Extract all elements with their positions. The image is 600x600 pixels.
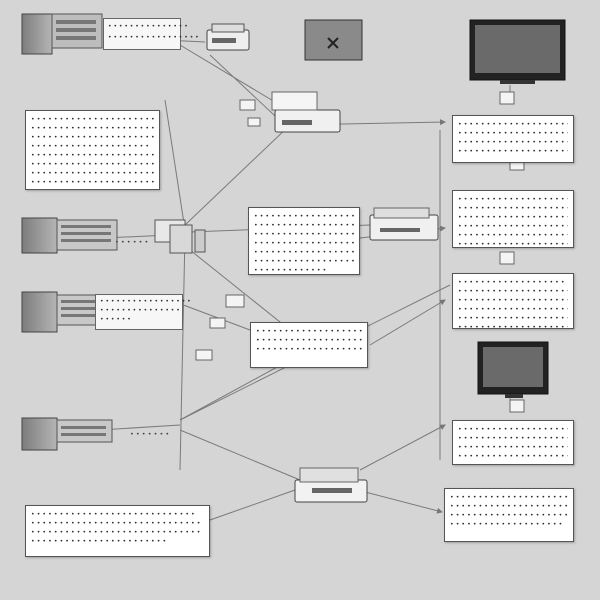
panel-line: • • • • • • • • • • • • •: [254, 267, 327, 274]
panel-line: • • • • • • • • • • • • • • • • • • • • …: [450, 512, 568, 519]
tag-line: • • • • • • • • • • • • • • • • •: [100, 298, 191, 305]
panel-line: • • • • • • • • • • • • • • • • • • • • …: [254, 231, 354, 238]
panel-line: • • • • • • • • • • • • • • • • • • • • …: [256, 337, 362, 344]
window-icon: [304, 19, 363, 61]
panel-line: • • • • • • • • • • • • • • • • • • • • …: [458, 315, 568, 322]
panel-line: • • • • • • • • • • • • • • • • • • • •: [458, 148, 568, 155]
printer-icon: [206, 23, 250, 51]
panel-line: • • • • • • • • • • • • • • • • • • • • …: [31, 125, 154, 132]
panel-line: • • • • • • • • • • • • • • • • • • • • …: [31, 179, 154, 186]
description-panel-right-5: • • • • • • • • • • • • • • • • • • • • …: [444, 488, 574, 542]
panel-line: • • • • • • • • • • • • • • • • • • • • …: [450, 503, 568, 510]
panel-line: • • • • • • • • • • • • • • • • • • • • …: [31, 143, 150, 150]
panel-line: • • • • • • • • • • • • • • • • • • • • …: [256, 328, 362, 335]
description-panel-center-top: • • • • • • • • • • • • • • • • • • • • …: [248, 207, 360, 275]
panel-line: • • • • • • • • • • • • • • • • • • • • …: [458, 196, 568, 203]
server-tower-icon: [21, 13, 103, 55]
panel-line: • • • • • • • • • • • • • • • • • • • • …: [458, 241, 568, 248]
panel-line: • • • • • • • • • • • • • • • • • • • • …: [31, 152, 154, 159]
panel-line: • • • • • • • • • • • • • • • • • • • • …: [31, 511, 195, 518]
tag-line: • • • • • • • • • • • • • • •: [100, 307, 180, 314]
panel-line: • • • • • • • • • • • • • • • • • • • • …: [458, 130, 568, 137]
panel-line: • • • • • • • • • • • • • • • • • • • • …: [254, 249, 354, 256]
device-label: • • • • • • •: [130, 430, 170, 438]
panel-line: • • • • • • • • • • • • • • • • • • • • …: [458, 205, 568, 212]
rack-unit-icon: [21, 217, 118, 254]
tag-line: • • • • • •: [100, 316, 131, 323]
panel-line: • • • • • • • • • • • • • • • • • • • • …: [458, 444, 568, 451]
description-panel-right-4: • • • • • • • • • • • • • • • • • • • • …: [452, 420, 574, 465]
printer-icon: [369, 207, 439, 241]
panel-line: • • • • • • • • • • • • • • • • • • • • …: [458, 232, 568, 239]
description-panel-right-2: • • • • • • • • • • • • • • • • • • • • …: [452, 190, 574, 248]
description-panel-left-top: • • • • • • • • • • • • • • • • • • • • …: [25, 110, 160, 190]
printer-icon: [294, 467, 368, 503]
description-panel-bottom-left: • • • • • • • • • • • • • • • • • • • • …: [25, 505, 210, 557]
panel-line: • • • • • • • • • • • • • • • • • • • • …: [254, 240, 354, 247]
panel-line: • • • • • • • • • • • • • • • • • • • • …: [458, 435, 568, 442]
rack-unit-icon: [21, 417, 113, 451]
description-panel-right-1: • • • • • • • • • • • • • • • • • • • • …: [452, 115, 574, 163]
panel-line: • • • • • • • • • • • • • • • • • • • • …: [458, 324, 568, 329]
device-tag: • • • • • • • • • • • • • • • • • • • • …: [103, 18, 199, 50]
panel-line: • • • • • • • • • • • • • • • • • • • • …: [256, 346, 362, 353]
panel-line: • • • • • • • • • • • • • • • • • • • • …: [31, 134, 154, 141]
panel-line: • • • • • • • • • • • • • • • • • • • • …: [458, 121, 568, 128]
device-tag: • • • • • • • • • • • • • • • • • • • • …: [95, 294, 191, 330]
hub-label: • • • • • •: [115, 238, 149, 246]
panel-line: • • • • • • • • • • • • • • • • • • • • …: [254, 222, 354, 229]
panel-line: • • • • • • • • • • • • • • • • • • • • …: [31, 529, 201, 536]
panel-line: • • • • • • • • • • • • • • • • • • • • …: [31, 538, 167, 545]
panel-line: • • • • • • • • • • • • • • • • • • • • …: [450, 494, 568, 501]
printer-icon: [271, 91, 341, 133]
panel-line: • • • • • • • • • • • • • • • • • • • • …: [458, 139, 568, 146]
panel-line: • • • • • • • • • • • • • • • • • • • • …: [458, 426, 568, 433]
description-panel-center-mid: • • • • • • • • • • • • • • • • • • • • …: [250, 322, 368, 368]
panel-line: • • • • • • • • • • • • • • • • • • • • …: [458, 288, 568, 295]
monitor-icon: [469, 19, 566, 84]
panel-line: • • • • • • • • • • • • • • • • • • • • …: [31, 170, 154, 177]
panel-line: • • • • • • • • • • • • • • • • • • • • …: [458, 297, 568, 304]
tag-line: • • • • • • • • • • • • • • •: [108, 23, 188, 30]
panel-line: • • • • • • • • • • • • • • • • • • • • …: [458, 223, 568, 230]
network-node-icon: [195, 91, 525, 413]
monitor-icon: [477, 341, 549, 398]
description-panel-right-3: • • • • • • • • • • • • • • • • • • • • …: [452, 273, 574, 329]
panel-line: • • • • • • • • • • • • • • • • • • •: [458, 279, 565, 286]
panel-line: • • • • • • • • • • • • • • • • • • • • …: [31, 520, 201, 527]
panel-line: • • • • • • • • • • • • • • • • • • • • …: [254, 258, 354, 265]
panel-line: • • • • • • • • • • • • • • • • • • • • …: [458, 453, 568, 460]
tag-line: • • • • • • • • • • • • • • • • •: [108, 34, 199, 41]
panel-line: • • • • • • • • • • • • • • • • • • • • …: [458, 214, 568, 221]
panel-line: • • • • • • • • • • • • • • • • • • • • …: [31, 116, 154, 123]
panel-line: • • • • • • • • • • • • • • • • • • • • …: [254, 213, 354, 220]
panel-line: • • • • • • • • • • • • • • • • • • • • …: [31, 161, 154, 168]
network-node-icon: [154, 219, 206, 254]
panel-line: • • • • • • • • • • • • • • • • • • • • …: [458, 306, 568, 313]
panel-line: • • • • • • • • • • • • • • • • • • • •: [450, 521, 563, 528]
